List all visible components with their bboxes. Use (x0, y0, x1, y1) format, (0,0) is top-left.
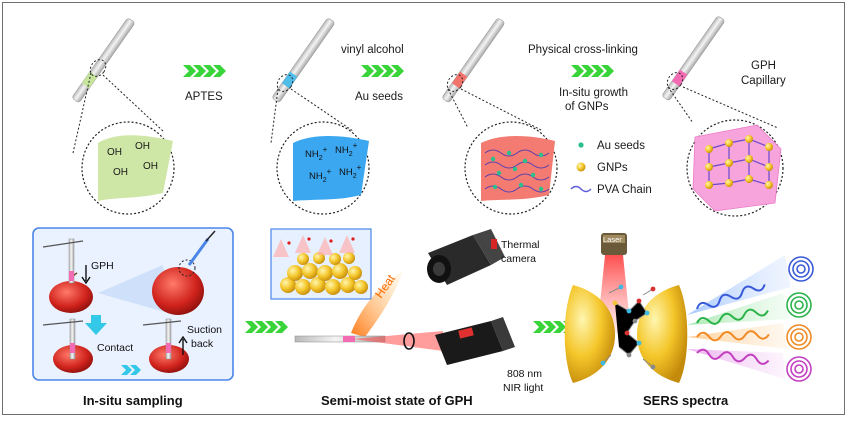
step-label-aptes: APTES (185, 91, 223, 103)
step-label-physical-cross-linking: Physical cross-linking (528, 44, 638, 56)
nh2-label: NH2+ (335, 141, 358, 158)
oh-label: OH (113, 167, 128, 178)
nir-laser-device (435, 317, 515, 365)
gph-product-label: GPH (751, 60, 776, 72)
zoom-circle-3 (464, 121, 558, 215)
laser-label: Laser (603, 235, 622, 244)
spectrum-wave-purple (696, 348, 770, 365)
gnp-cluster (280, 252, 368, 295)
zoom-circle-2 (276, 121, 370, 215)
legend-au-seeds-marker (578, 142, 584, 148)
thermal-camera-icon (427, 229, 505, 285)
apple-large (152, 230, 216, 315)
cyan-right-arrow-icon (121, 365, 141, 375)
gold-nanoparticle-left (564, 285, 615, 383)
capillary-tube-4 (662, 16, 725, 101)
step-label-of-gnps: of GNPs (565, 101, 609, 113)
amine-surface (293, 136, 369, 201)
step-label-au-seeds: Au seeds (355, 91, 403, 103)
spectrum-cone-purple (687, 349, 785, 379)
oh-label: OH (135, 141, 150, 152)
nh2-label: NH2+ (309, 167, 332, 184)
suction-label: Suction (187, 324, 222, 336)
spectrum-cone-blue (687, 255, 791, 315)
heat-plume (351, 271, 403, 337)
legend-pva-marker (570, 185, 592, 193)
legend-pva-label: PVA Chain (597, 184, 652, 196)
apple-contact (42, 318, 93, 373)
spectrum-cone-orange (687, 323, 787, 349)
apple-suction (142, 318, 189, 373)
caption-semi-moist: Semi-moist state of GPH (321, 393, 473, 408)
schematic-diagram: OH OH OH OH APTES NH2+ NH2+ NH2+ NH2+ vi… (32, 16, 814, 408)
spectrum-wave-green (696, 308, 769, 325)
nh2-label: NH2+ (339, 163, 362, 180)
spectrum-wave-orange (696, 330, 770, 342)
capillary-tube-3 (442, 18, 505, 103)
nir-light-label: NIR light (503, 382, 543, 394)
capillary-product-label: Capillary (741, 75, 786, 87)
process-arrow-4 (245, 321, 288, 333)
process-arrow-3 (571, 65, 614, 77)
nir-beam (353, 331, 443, 351)
up-arrow-icon (178, 335, 188, 355)
lens-icon (403, 332, 415, 350)
thermal-label: Thermal (501, 239, 540, 251)
capillary-tube-2 (272, 18, 335, 103)
zoom-cone (98, 265, 168, 313)
fingerprint-icon (786, 356, 812, 382)
aptes-surface (98, 135, 173, 201)
caption-sers-spectra: SERS spectra (643, 393, 729, 408)
down-arrow-icon (81, 265, 91, 285)
contact-label: Contact (97, 342, 133, 354)
cyan-down-arrow-icon (85, 315, 107, 335)
step-label-vinyl-alcohol: vinyl alcohol (341, 44, 404, 56)
spectrum-cone-green (687, 293, 789, 325)
caption-in-situ-sampling: In-situ sampling (83, 393, 183, 408)
oh-label: OH (143, 161, 158, 172)
fingerprint-icon (786, 324, 812, 350)
zoom-circle-1 (81, 121, 175, 215)
legend: Au seeds GNPs PVA Chain (570, 140, 652, 196)
apple-sampling-1 (42, 238, 93, 313)
molecule-atoms (600, 284, 656, 370)
process-arrow-2 (361, 65, 404, 77)
oh-label: OH (107, 147, 122, 158)
step-label-in-situ-growth: In-situ growth (559, 87, 628, 99)
fingerprint-icon (788, 256, 814, 282)
nh2-label: NH2+ (305, 145, 328, 162)
zoom-circle-4 (686, 119, 784, 217)
legend-gnps-marker (576, 162, 586, 172)
legend-gnps-label: GNPs (597, 162, 628, 174)
process-arrow-1 (183, 65, 226, 77)
spectrum-wave-blue (696, 284, 766, 310)
legend-au-seeds-label: Au seeds (597, 140, 645, 152)
gold-nanoparticle-right (637, 285, 688, 383)
gph-sampling-label: GPH (91, 260, 114, 272)
fingerprint-icon (786, 292, 812, 318)
wavelength-label: 808 nm (507, 368, 542, 380)
gph-network-block (692, 124, 782, 212)
camera-label: camera (501, 253, 536, 265)
figure-frame: OH OH OH OH APTES NH2+ NH2+ NH2+ NH2+ vi… (2, 2, 845, 415)
back-label: back (191, 338, 214, 350)
